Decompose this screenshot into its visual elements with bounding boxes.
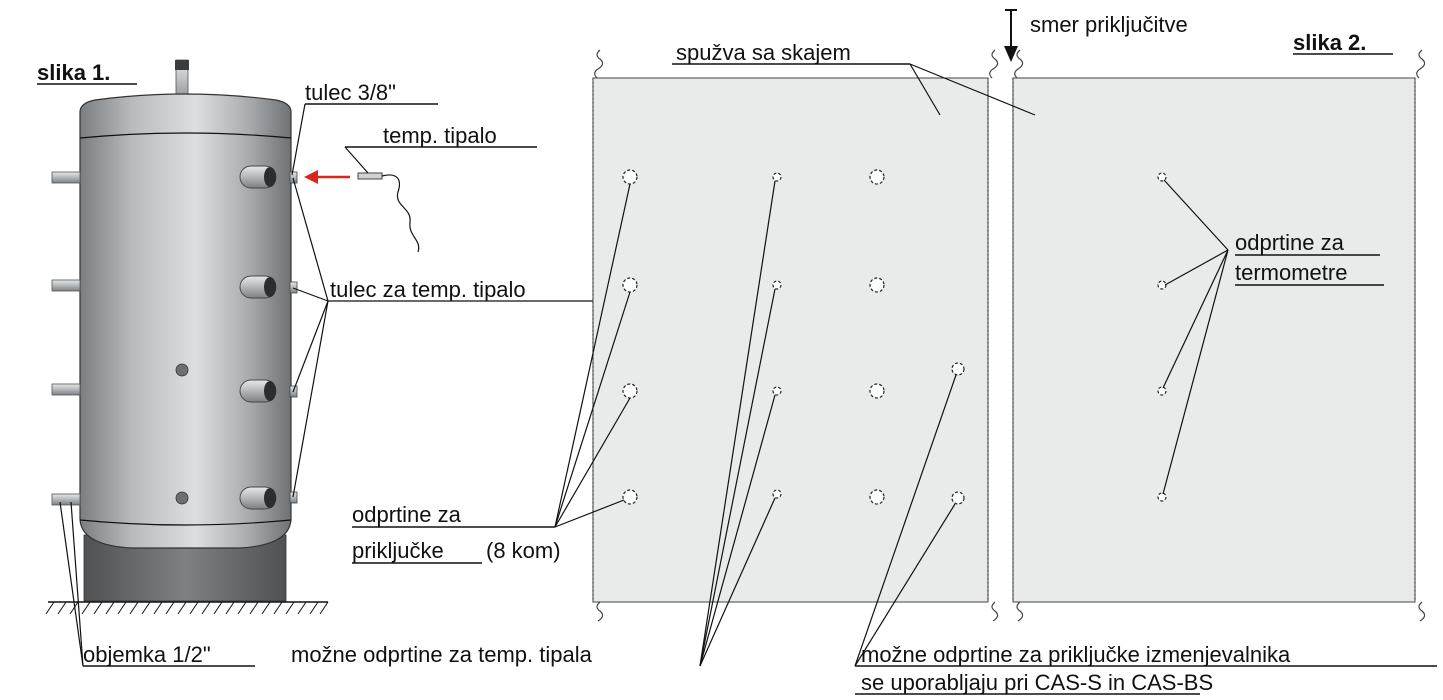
- svg-text:odprtine za: odprtine za: [352, 502, 462, 527]
- svg-text:priključke: priključke: [352, 538, 444, 563]
- svg-text:(8 kom): (8 kom): [486, 538, 561, 563]
- left-pipe-4: [51, 493, 81, 506]
- left-pipe-2: [51, 279, 81, 292]
- label-sleeve-3-8: tulec 3/8": [291, 80, 438, 176]
- svg-text:odprtine za: odprtine za: [1235, 230, 1345, 255]
- connection-opening: [869, 383, 885, 399]
- figure-2-title: slika 2.: [1293, 30, 1366, 55]
- svg-text:možne odprtine za temp. tipala: možne odprtine za temp. tipala: [291, 642, 593, 667]
- svg-text:objemka 1/2": objemka 1/2": [83, 642, 211, 667]
- connection-opening: [869, 489, 885, 505]
- svg-text:tulec 3/8": tulec 3/8": [305, 80, 396, 105]
- label-openings-connections: odprtine za priključke (8 kom): [352, 183, 631, 564]
- svg-text:tulec za temp. tipalo: tulec za temp. tipalo: [330, 277, 526, 302]
- exchanger-opening: [951, 362, 965, 376]
- exchanger-opening: [951, 491, 965, 505]
- round-fitting-upper: [175, 363, 189, 377]
- thermometer-opening: [1157, 492, 1167, 502]
- thermometer-opening: [1157, 386, 1167, 396]
- tank-body: [79, 93, 292, 549]
- break-marks: [594, 49, 1426, 622]
- insert-direction-arrow: [304, 170, 350, 184]
- floor: [45, 601, 329, 615]
- svg-text:spužva sa skajem: spužva sa skajem: [676, 40, 851, 65]
- figure-1: slika 1.: [37, 59, 595, 667]
- openings-right-sheet: [1157, 172, 1167, 502]
- connection-opening: [622, 383, 638, 399]
- openings-left-sheet: [622, 169, 965, 505]
- insulation-sheet-right: [1012, 77, 1416, 603]
- connection-opening: [622, 277, 638, 293]
- sensor-opening: [772, 280, 782, 290]
- svg-text:termometre: termometre: [1235, 260, 1347, 285]
- svg-text:temp. tipalo: temp. tipalo: [383, 123, 497, 148]
- svg-text:se uporabljaju pri CAS-S in CA: se uporabljaju pri CAS-S in CAS-BS: [861, 670, 1213, 695]
- label-possible-sensor-openings: možne odprtine za temp. tipala: [291, 180, 776, 667]
- tank-top-seam: [79, 132, 292, 139]
- tank-bottom-seam: [79, 519, 292, 526]
- right-connections: [239, 165, 277, 510]
- svg-text:možne odprtine za priključke i: možne odprtine za priključke izmenjevaln…: [861, 642, 1291, 667]
- left-pipe-1: [51, 171, 81, 184]
- round-fitting-lower: [175, 491, 189, 505]
- connection-direction-arrow: [1004, 9, 1018, 62]
- connection-opening: [869, 277, 885, 293]
- label-sleeve-temp-sensor: tulec za temp. tipalo: [292, 177, 595, 498]
- label-sponge: spužva sa skajem: [672, 40, 1036, 116]
- sensor-opening: [772, 172, 782, 182]
- connection-opening: [622, 169, 638, 185]
- thermometer-opening: [1157, 172, 1167, 182]
- figure-2: slika 2. smer priključitve: [291, 9, 1437, 695]
- sensor-opening: [772, 386, 782, 396]
- left-pipe-3: [51, 383, 81, 396]
- connection-opening: [622, 489, 638, 505]
- top-pipe-cap: [175, 60, 189, 70]
- connection-opening: [869, 169, 885, 185]
- label-openings-thermometers: odprtine za termometre: [1162, 179, 1384, 495]
- label-direction: smer priključitve: [1030, 12, 1188, 37]
- sensor-opening: [772, 489, 782, 499]
- label-possible-exchanger-openings: možne odprtine za priključke izmenjevaln…: [854, 374, 1437, 695]
- label-clamp-1-2: objemka 1/2": [59, 501, 255, 667]
- temp-sensor-probe: [357, 172, 420, 253]
- label-temp-sensor: temp. tipalo: [344, 123, 537, 174]
- figure-1-title: slika 1.: [37, 60, 110, 85]
- insulation-sheet-left: [592, 77, 989, 603]
- thermometer-opening: [1157, 280, 1167, 290]
- left-pipes: [51, 171, 81, 506]
